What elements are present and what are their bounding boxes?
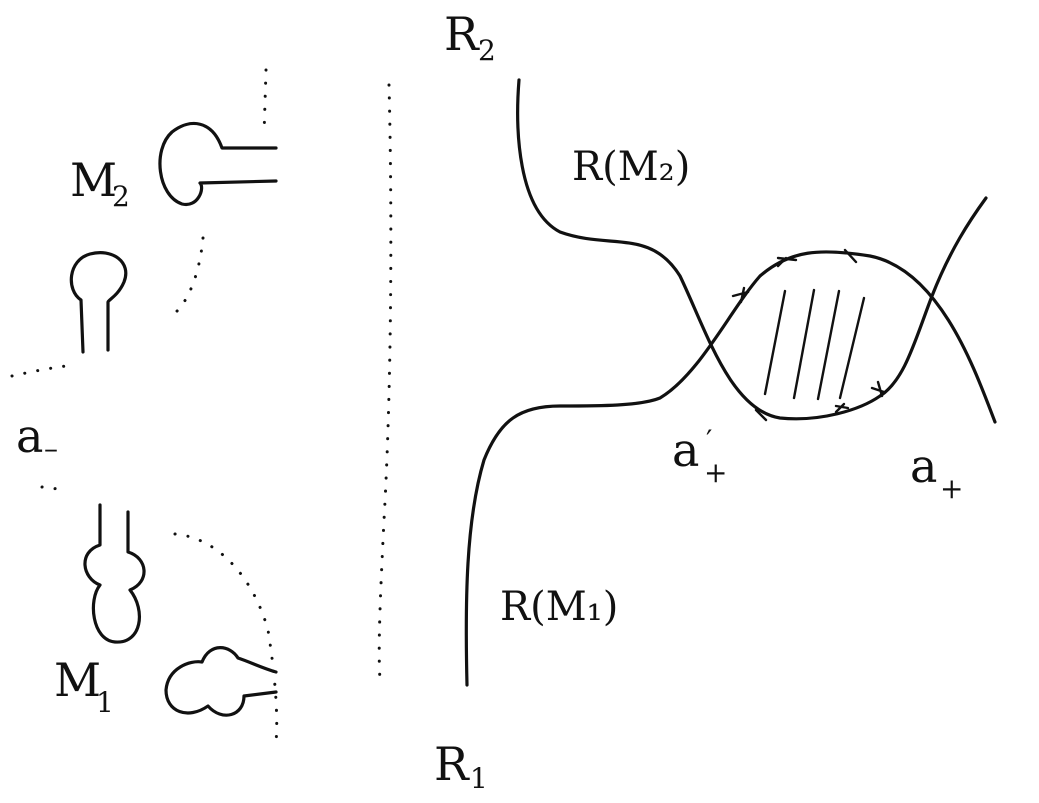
bigon-tick-marks (731, 248, 886, 422)
svg-text:+: + (704, 456, 727, 489)
svg-text:a: a (672, 423, 699, 477)
svg-text:–: – (44, 432, 58, 465)
svg-text:a: a (910, 439, 937, 493)
svg-text:1: 1 (470, 762, 488, 795)
dotted-boundary-m1 (173, 532, 279, 744)
m2-lower-loop (69, 251, 128, 354)
dotted-boundary-m2 (172, 236, 205, 316)
m2-upper-arc (158, 122, 278, 207)
label-r1: R 1 (434, 737, 488, 795)
svg-text:M: M (54, 653, 101, 707)
label-m1: M 1 (54, 653, 114, 719)
label-a-minus: a – (16, 409, 58, 465)
label-r2: R 2 (444, 7, 496, 67)
dotted-divider-vertical (377, 83, 393, 682)
svg-text:1: 1 (96, 686, 114, 719)
a-plus-curve (464, 250, 997, 687)
svg-text:R: R (434, 737, 470, 791)
label-r-m1: R(M₁) (500, 584, 618, 630)
label-r-m2: R(M₂) (572, 144, 690, 190)
svg-text:′: ′ (706, 424, 712, 457)
label-a-plus-prime: a + ′ (672, 423, 727, 489)
svg-text:R: R (444, 7, 480, 61)
m1-vertical-knot (83, 503, 146, 644)
m1-horizontal-knot (164, 646, 278, 717)
r-m-boundary-curve (516, 78, 988, 421)
label-m2: M 2 (70, 153, 130, 213)
label-a-plus: a + (910, 439, 963, 505)
dotted-boundary-aminus (10, 364, 68, 378)
shaded-region-hatching (763, 288, 866, 401)
svg-text:M: M (70, 153, 117, 207)
svg-text:2: 2 (112, 180, 130, 213)
dotted-boundary-top (262, 68, 268, 137)
dotted-short-mark (40, 485, 68, 492)
svg-text:2: 2 (478, 34, 496, 67)
svg-text:+: + (940, 472, 963, 505)
svg-text:a: a (16, 409, 43, 463)
